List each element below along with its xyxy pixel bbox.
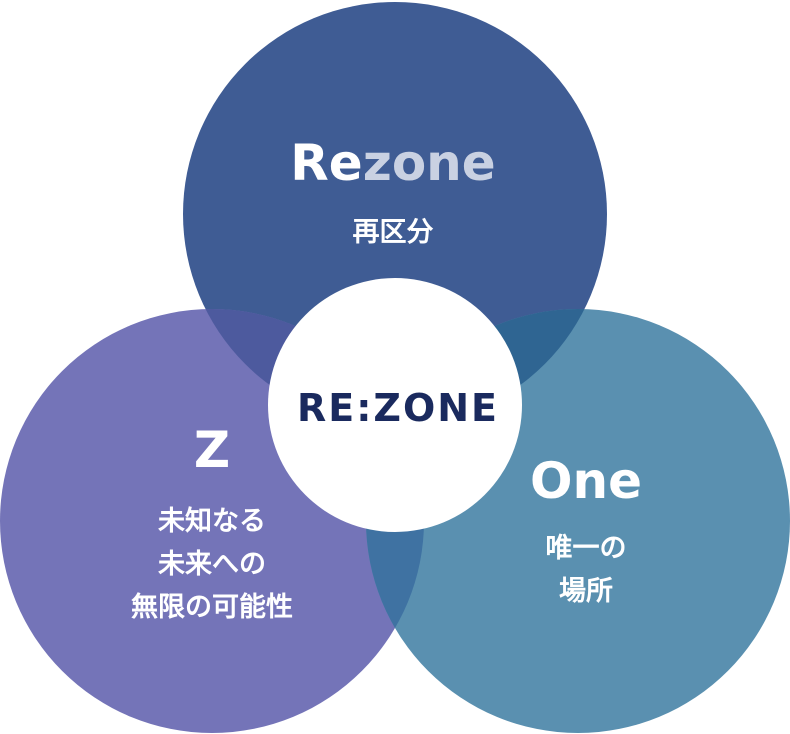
- circle-rezone: [183, 2, 607, 426]
- center-logo: RE:ZONE: [297, 386, 499, 430]
- z-line-1: 未知なる: [158, 506, 266, 537]
- rezone-title-lead: Re: [290, 134, 362, 192]
- rezone-title: Rezone: [290, 134, 495, 192]
- one-line-1: 唯一の: [546, 533, 627, 564]
- rezone-title-rest: zone: [363, 134, 496, 192]
- one-line-2: 場所: [559, 576, 613, 607]
- z-line-3: 無限の可能性: [131, 591, 293, 623]
- z-title: Z: [194, 421, 230, 479]
- one-title: One: [530, 452, 642, 510]
- center-circle: [268, 278, 522, 532]
- z-line-2: 未来への: [158, 549, 266, 580]
- rezone-subtitle: 再区分: [353, 217, 434, 248]
